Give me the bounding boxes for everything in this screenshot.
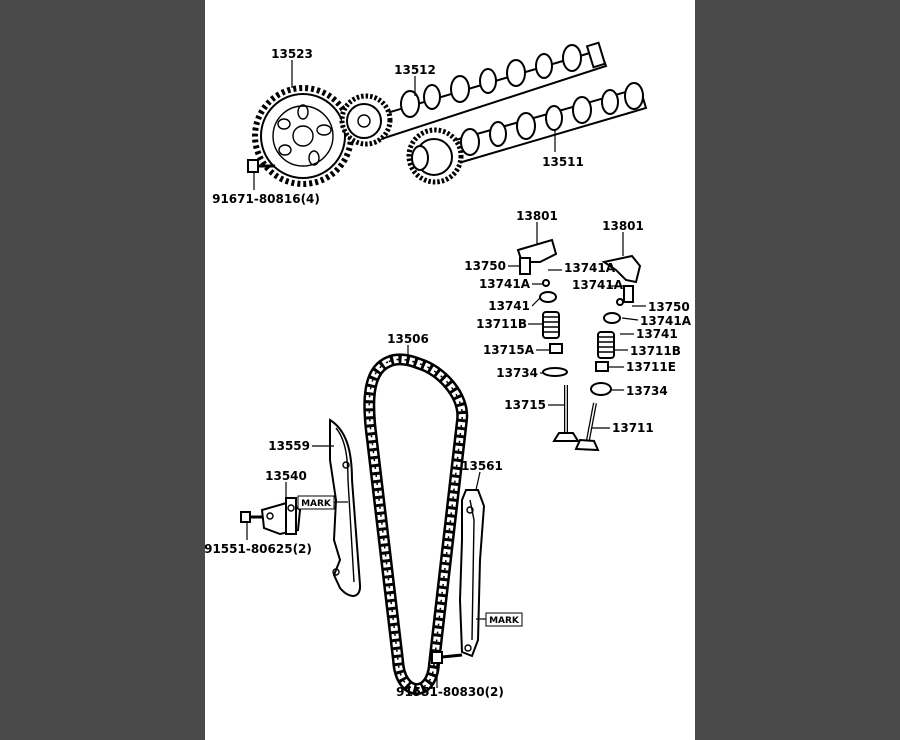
label-13511: 13511 — [542, 155, 584, 169]
sprocket-bolt — [247, 159, 275, 173]
valve-left — [552, 385, 580, 442]
retainer-left — [539, 291, 557, 303]
valve-spring-right — [597, 331, 615, 359]
label-13801-left: 13801 — [516, 209, 558, 223]
retainer-right — [603, 312, 621, 324]
valve-spring-left — [542, 311, 560, 339]
part-labels: 13523 91671-80816(4) 13512 13511 13801 1… — [204, 47, 692, 699]
label-13734-left: 13734 — [496, 366, 538, 380]
label-13561: 13561 — [461, 459, 503, 473]
label-13741-left: 13741 — [488, 299, 530, 313]
label-91551-80830: 91551-80830(2) — [396, 685, 504, 699]
label-13711B-left: 13711B — [476, 317, 527, 331]
svg-text:MARK: MARK — [301, 499, 332, 509]
label-13523: 13523 — [271, 47, 313, 61]
label-13540: 13540 — [265, 469, 307, 483]
label-13750-left: 13750 — [464, 259, 506, 273]
label-91551-80625: 91551-80625(2) — [204, 542, 312, 556]
chain-tensioner-slipper — [329, 418, 362, 597]
label-13741-right: 13741 — [636, 327, 678, 341]
label-13559: 13559 — [268, 439, 310, 453]
timing-sprocket — [252, 85, 354, 187]
damper-bolt — [431, 651, 463, 664]
tensioner-bolt — [240, 511, 262, 523]
lash-adjuster-right — [623, 285, 634, 303]
spring-seat-right — [595, 361, 609, 372]
label-13512: 13512 — [394, 63, 436, 77]
leader-lines — [246, 60, 646, 688]
label-13741A-3: 13741A — [572, 278, 624, 292]
intake-camshaft — [406, 82, 648, 185]
label-13711B-right: 13711B — [630, 344, 681, 358]
label-13750-right: 13750 — [648, 300, 690, 314]
lash-adjuster-left — [519, 257, 531, 275]
svg-text:MARK: MARK — [489, 616, 520, 626]
valve-keeper-right — [616, 298, 624, 306]
label-13715: 13715 — [504, 398, 546, 412]
label-13715A: 13715A — [483, 343, 535, 357]
label-91671: 91671-80816(4) — [212, 192, 320, 206]
stem-seal-right — [590, 382, 612, 396]
valve-right — [574, 402, 600, 452]
timing-chain — [363, 353, 469, 695]
stem-seal-left — [542, 367, 568, 377]
label-13734-right: 13734 — [626, 384, 668, 398]
label-13741A-2: 13741A — [479, 277, 531, 291]
mark-box-damper: MARK — [476, 612, 523, 627]
label-13741A-4: 13741A — [640, 314, 692, 328]
rocker-arm-right — [601, 254, 642, 284]
spring-seat-left — [549, 343, 563, 354]
label-13711E: 13711E — [626, 360, 676, 374]
label-13506: 13506 — [387, 332, 429, 346]
label-13801-right: 13801 — [602, 219, 644, 233]
exhaust-camshaft — [339, 41, 608, 147]
label-13711: 13711 — [612, 421, 654, 435]
mark-box-tensioner: MARK — [297, 495, 348, 510]
label-13741A-1: 13741A — [564, 261, 616, 275]
chain-vibration-damper — [458, 489, 486, 658]
valve-keeper-left — [542, 279, 550, 287]
chain-tensioner — [260, 497, 302, 536]
